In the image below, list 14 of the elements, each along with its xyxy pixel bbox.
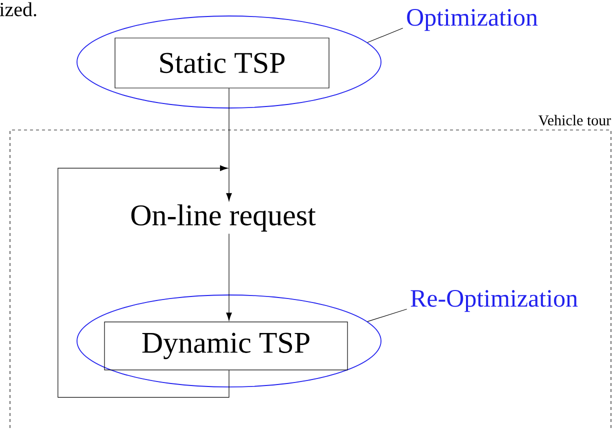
frame-heading: Vehicle tour <box>538 114 611 126</box>
arrow <box>226 233 232 321</box>
ellipse <box>76 16 382 108</box>
leader-line <box>367 28 404 43</box>
text-fragment: ized. <box>0 2 36 16</box>
step-text: On-line request <box>131 204 316 232</box>
leader-line <box>367 308 408 322</box>
feedback-arrow <box>58 165 230 398</box>
ellipse <box>76 294 382 388</box>
annotation-text: Re-Optimization <box>410 290 578 312</box>
arrow <box>226 88 232 202</box>
process-box: Dynamic TSP <box>104 322 348 370</box>
process-box: Static TSP <box>114 38 330 88</box>
annotation-text: Optimization <box>407 9 538 31</box>
